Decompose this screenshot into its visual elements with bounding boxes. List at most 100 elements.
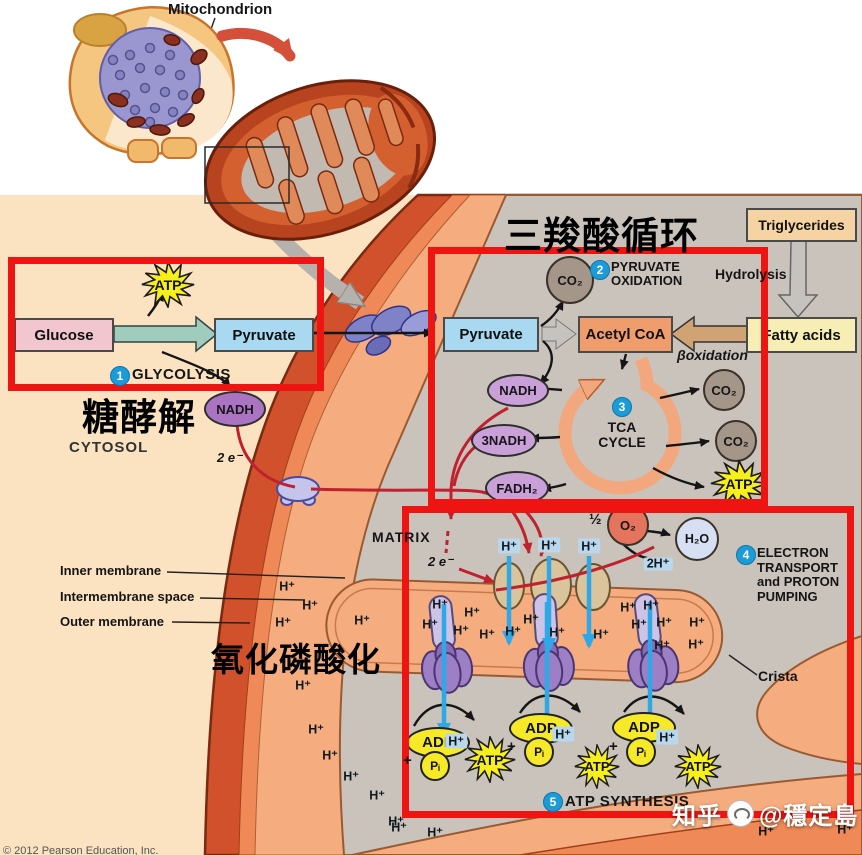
plus-sign-1: + <box>403 752 412 769</box>
oxphos-cn-title: 氧化磷酸化 <box>211 641 381 678</box>
acetyl-coa-box: Acetyl CoA <box>578 316 673 353</box>
h-plus-label: H⁺ <box>279 579 295 594</box>
h-plus-label: H⁺ <box>343 769 359 784</box>
fadh2-oval: FADH₂ <box>485 471 549 505</box>
cytosol-label: CYTOSOL <box>69 439 149 456</box>
triglycerides-box: Triglycerides <box>746 208 857 242</box>
co2-circle-2: CO₂ <box>703 369 745 411</box>
h-plus-label: H⁺ <box>391 820 407 835</box>
step2-label: PYRUVATE OXIDATION <box>611 259 683 288</box>
pi-circle-1: Pᵢ <box>420 751 450 781</box>
proton-flow-arrows <box>437 556 657 738</box>
h-plus-label: H⁺ <box>643 598 659 613</box>
fattyacid-to-acetyl-arrow <box>669 315 749 353</box>
copyright-text: © 2012 Pearson Education, Inc. <box>3 845 159 855</box>
plus-sign-3: + <box>609 738 618 755</box>
matrix-label: MATRIX <box>372 529 431 545</box>
step5-badge: 5 <box>543 792 563 812</box>
nadh-oval-cytosol: NADH <box>204 391 266 427</box>
h-plus-label: H⁺ <box>422 617 438 632</box>
h-plus-label: H⁺ <box>322 748 338 763</box>
h-plus-label: H⁺ <box>479 627 495 642</box>
step5-label: ATP SYNTHESIS <box>565 793 690 810</box>
pi-circle-3: Pᵢ <box>626 737 656 767</box>
mitochondrion-illustration <box>203 79 437 241</box>
pyruvate-box-cytosol: Pyruvate <box>214 318 314 352</box>
intermembrane-space-label: Intermembrane space <box>60 589 195 604</box>
o2-circle: O₂ <box>607 504 649 546</box>
nadh-shuttle-protein <box>276 476 320 506</box>
step3-badge: 3 <box>612 397 632 417</box>
nadh-oval-tca: NADH <box>487 374 549 407</box>
h-plus-label: H⁺ <box>552 726 574 742</box>
h-plus-label: H⁺ <box>578 538 600 554</box>
watermark-user: @穩定島 <box>759 803 859 830</box>
glycolysis-cn-title: 糖酵解 <box>82 397 196 438</box>
h-plus-label: H⁺ <box>445 733 467 749</box>
h-plus-label: H⁺ <box>549 625 565 640</box>
plus-sign-2: + <box>507 738 516 755</box>
h2o-circle: H₂O <box>675 517 719 561</box>
watermark-avatar-icon <box>727 800 754 827</box>
atp-star-synthesis-1: ATP <box>464 736 516 783</box>
h-plus-label: H⁺ <box>505 624 521 639</box>
tca-cn-title: 三羧酸循环 <box>504 216 700 258</box>
outer-membrane-label: Outer membrane <box>60 614 165 629</box>
h-plus-label: H⁺ <box>688 637 704 652</box>
step3-label: TCA CYCLE <box>598 419 646 450</box>
step1-label: GLYCOLYSIS <box>132 366 231 383</box>
pyruvate-box-matrix: Pyruvate <box>443 317 539 352</box>
atp-star-glycolysis: ATP <box>141 261 195 308</box>
co2-circle-1: CO₂ <box>546 256 594 304</box>
h-plus-label: H⁺ <box>538 537 560 553</box>
h-plus-label: H⁺ <box>689 615 705 630</box>
cell-to-mito-arrow <box>216 27 296 62</box>
h-plus-label: H⁺ <box>354 613 370 628</box>
h-plus-label: H⁺ <box>308 722 324 737</box>
h-plus-label: H⁺ <box>275 615 291 630</box>
half-label: ½ <box>589 511 602 528</box>
h-plus-label: H⁺ <box>302 598 318 613</box>
crista-fold-right <box>756 634 862 766</box>
beta-oxidation-label: βoxidation <box>677 347 748 363</box>
watermark: 知乎 @穩定島 <box>672 796 858 831</box>
h-plus-label: H⁺ <box>388 814 404 829</box>
h-plus-label: H⁺ <box>295 678 311 693</box>
step1-badge: 1 <box>110 366 130 386</box>
h-plus-label: H⁺ <box>758 824 774 839</box>
hydrolysis-arrow <box>777 240 819 319</box>
h-plus-label: H⁺ <box>654 638 670 653</box>
tca-cycle-ring <box>558 356 682 495</box>
two-electron-label-cytosol: 2 e⁻ <box>217 450 242 465</box>
h-plus-label: H⁺ <box>432 597 448 612</box>
two-hplus-label: 2H⁺ <box>643 557 673 571</box>
glucose-box: Glucose <box>14 318 114 352</box>
glycolysis-arrow <box>113 315 219 353</box>
h-plus-label: H⁺ <box>837 822 853 837</box>
h-plus-label: H⁺ <box>593 627 609 642</box>
step4-label: ELECTRON TRANSPORT and PROTON PUMPING <box>757 545 840 604</box>
h-plus-label: H⁺ <box>427 825 443 840</box>
co2-circle-3: CO₂ <box>715 420 757 462</box>
atp-star-synthesis-3: ATP <box>674 744 722 789</box>
callout-lines <box>166 17 758 676</box>
pi-circle-2: Pᵢ <box>524 737 554 767</box>
h-plus-label: H⁺ <box>453 623 469 638</box>
atp-star-tca: ATP <box>710 460 768 507</box>
zoom-region-outline <box>204 146 290 204</box>
matrix-region <box>338 194 862 855</box>
watermark-site: 知乎 <box>672 803 722 830</box>
fatty-acids-box: Fatty acids <box>746 317 857 353</box>
h-plus-label: H⁺ <box>656 729 678 745</box>
h-plus-label: H⁺ <box>369 788 385 803</box>
h-plus-label: H⁺ <box>464 605 480 620</box>
two-electron-label-matrix: 2 e⁻ <box>428 554 453 569</box>
cell-illustration <box>68 6 296 163</box>
inner-membrane-label: Inner membrane <box>60 563 162 578</box>
mitochondrion-title: Mitochondrion <box>168 1 273 18</box>
h-plus-label: H⁺ <box>656 615 672 630</box>
atp-star-synthesis-2: ATP <box>574 744 620 789</box>
h-plus-label: H⁺ <box>631 617 647 632</box>
